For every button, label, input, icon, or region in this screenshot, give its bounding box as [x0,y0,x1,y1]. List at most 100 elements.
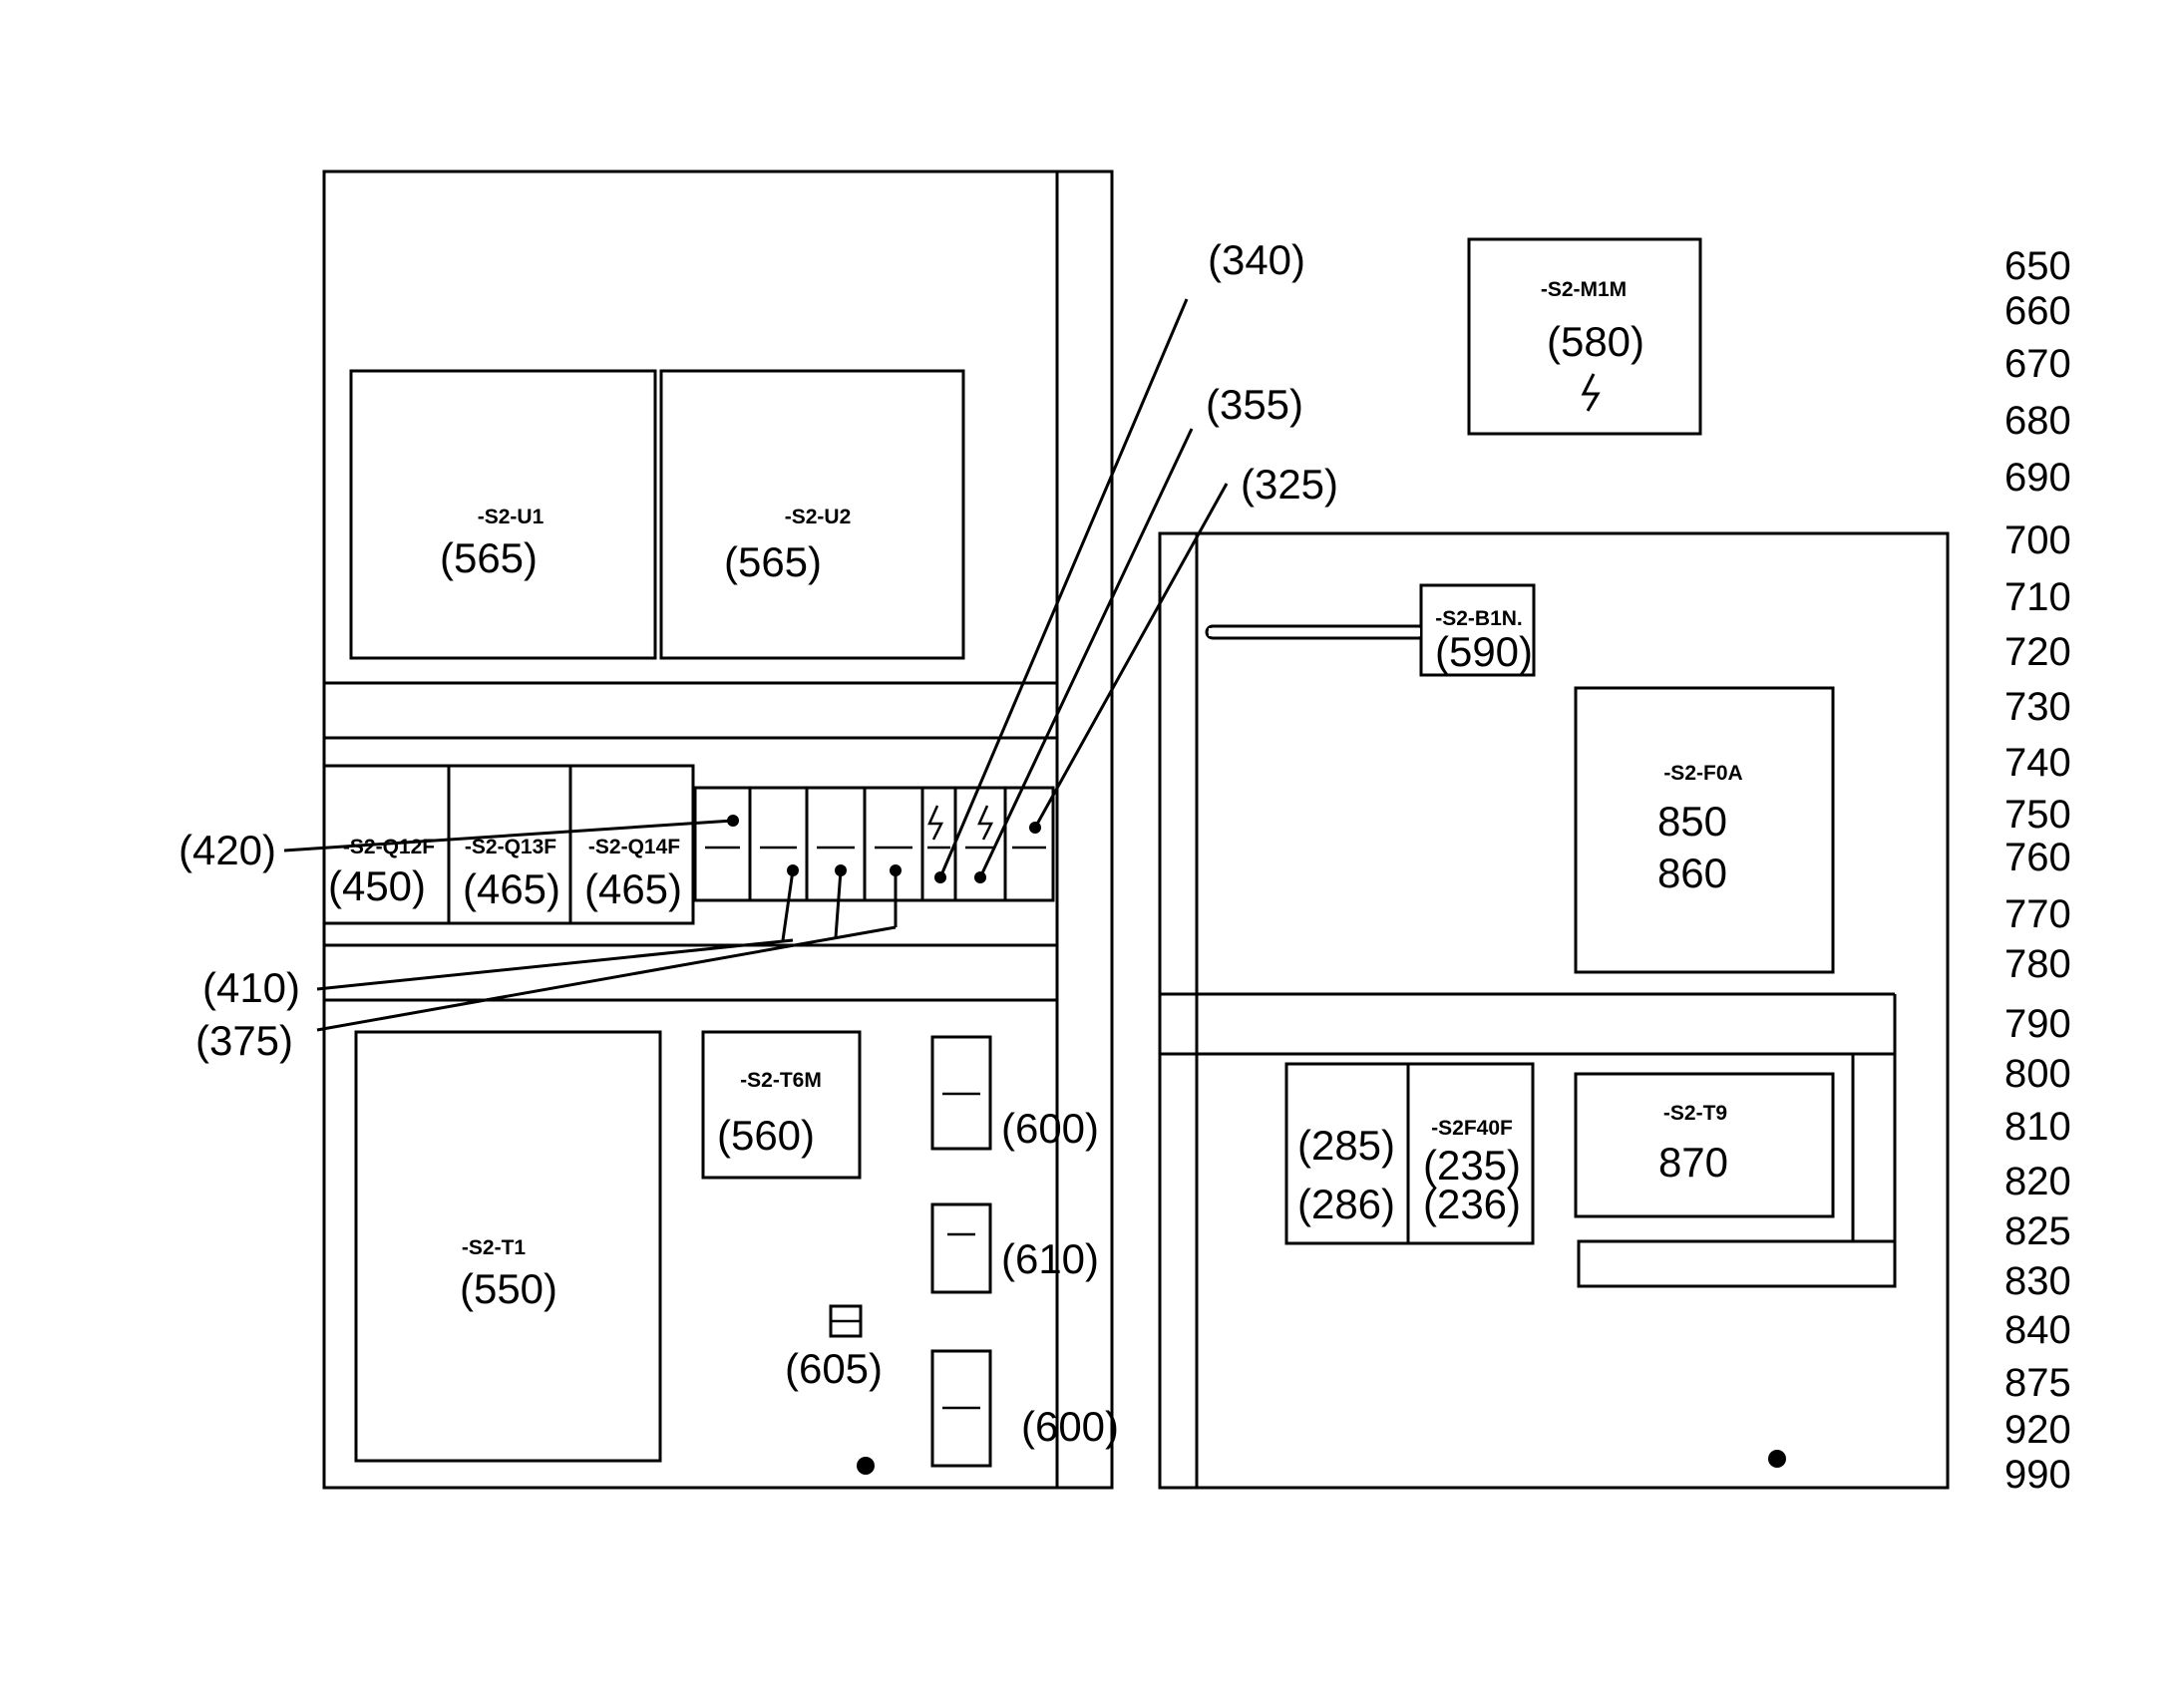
ground-point-icon [857,1457,875,1475]
t9-tag: -S2-T9 [1663,1102,1727,1125]
f40f-ref1: (235) [1423,1142,1521,1189]
component-q14 [568,764,695,925]
t1-ref: (550) [460,1265,557,1312]
t6m-tag: -S2-T6M [740,1069,822,1092]
leader-line-340 [938,298,1189,878]
component-285-286 [1284,1062,1410,1245]
small-module [953,786,1007,902]
sensor-rod-fill [1209,628,1420,636]
small-module [1003,786,1055,902]
callout-410: (410) [202,964,300,1011]
scale-labels: 6506606706806907007107207307407507607707… [2004,244,2071,1497]
f0a-ref2: 860 [1657,850,1727,896]
scale-label: 760 [2004,836,2071,879]
q12-ref: (450) [328,862,426,909]
component-u2 [659,369,965,660]
scale-label: 670 [2004,342,2071,386]
small-module [920,786,957,902]
scale-label: 820 [2004,1160,2071,1203]
left-cabinet: -S2-U1 (565) -S2-U2 (565) -S2-Q12F -S2-Q… [322,170,1119,1490]
callout-355: (355) [1206,381,1303,428]
q14-ref: (465) [584,865,682,912]
f40f-ref2: (236) [1423,1181,1521,1227]
callout-420: (420) [179,827,276,873]
m1m-ref: (580) [1547,318,1644,365]
callout-325: (325) [1241,461,1338,508]
lightning-icon [977,805,994,841]
leader-line-410-drop [834,869,843,938]
scale-label: 710 [2004,575,2071,619]
component-t1 [354,1030,662,1463]
scale-label: 720 [2004,630,2071,674]
scale-label: 840 [2004,1308,2071,1352]
leader-line-325 [1033,483,1229,829]
scale-label: 700 [2004,518,2071,562]
t9-ref: 870 [1658,1139,1728,1186]
small-module [805,786,867,902]
ref-286: (286) [1297,1181,1395,1227]
leader-line-375 [316,925,897,1032]
component-t6m [701,1030,862,1180]
t1-tag: -S2-T1 [462,1236,527,1259]
t6m-ref: (560) [717,1112,815,1159]
f0a-tag: -S2-F0A [1663,762,1742,785]
scale-label: 825 [2004,1209,2071,1253]
callout-340: (340) [1208,236,1305,283]
callout-600-bottom: (600) [1021,1403,1119,1450]
scale-label: 780 [2004,942,2071,986]
right-bottom-rail [1577,1239,1897,1288]
leader-line-410 [316,938,794,991]
component-b1n [1419,583,1536,677]
scale-label: 830 [2004,1259,2071,1303]
scale-label: 740 [2004,741,2071,785]
u2-tag: -S2-U2 [785,506,852,528]
right-cabinet: -S2-B1N. (590) -S2-F0A 850 860 (285) (28… [1158,531,1950,1490]
scale-label: 920 [2004,1408,2071,1452]
callout-375: (375) [195,1017,293,1064]
leader-line-410-drop [781,869,795,941]
component-f0a [1574,686,1835,974]
ground-point-icon [1768,1450,1786,1468]
device-610 [930,1202,992,1294]
q13-ref: (465) [463,865,560,912]
scale-label: 750 [2004,793,2071,837]
scale-label: 875 [2004,1361,2071,1405]
component-f40f [1406,1062,1535,1245]
small-module-row [693,786,1055,902]
scale-label: 810 [2004,1105,2071,1149]
scale-label: 730 [2004,685,2071,729]
callout-605: (605) [785,1345,883,1392]
u1-tag: -S2-U1 [478,506,545,528]
component-t9 [1574,1072,1835,1218]
small-module [863,786,924,902]
callout-600-top: (600) [1001,1105,1099,1152]
callout-610: (610) [1001,1235,1099,1282]
leader-line-420 [283,819,734,853]
scale-label: 690 [2004,456,2071,500]
scale-label: 990 [2004,1453,2071,1497]
q14-tag: -S2-Q14F [588,836,680,858]
scale-label: 770 [2004,892,2071,936]
small-module [748,786,809,902]
lightning-icon [927,805,944,841]
ref-285: (285) [1297,1122,1395,1169]
leader-line-355 [978,428,1194,878]
m1m-tag: -S2-M1M [1541,278,1627,301]
scale-label: 800 [2004,1052,2071,1096]
right-cabinet-outline [1158,531,1950,1490]
component-u1 [349,369,657,660]
b1n-ref: (590) [1435,628,1533,675]
f40f-tag: -S2F40F [1431,1117,1513,1140]
f0a-ref1: 850 [1657,798,1727,845]
lightning-icon [1581,373,1601,412]
scale-label: 680 [2004,399,2071,443]
q13-tag: -S2-Q13F [465,836,556,858]
scale-label: 650 [2004,244,2071,288]
scale-label: 790 [2004,1002,2071,1046]
u2-ref: (565) [724,538,822,585]
component-m1m [1467,237,1702,436]
leader-lines [283,298,1229,1032]
u1-ref: (565) [440,534,538,581]
b1n-tag: -S2-B1N. [1435,607,1523,630]
